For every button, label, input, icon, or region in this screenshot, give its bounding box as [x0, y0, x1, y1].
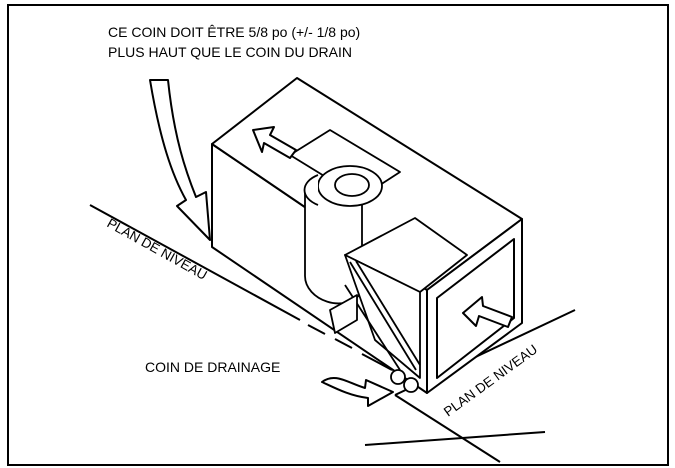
- drain-corner-label: COIN DE DRAINAGE: [145, 359, 280, 375]
- airflow-arrow-top-icon: [252, 126, 297, 159]
- coil-section: [329, 217, 468, 379]
- note-line-2: PLUS HAUT QUE LE COIN DU DRAIN: [108, 44, 352, 60]
- drain-port-icons: [390, 369, 419, 393]
- drain-arrow-icon: [321, 377, 394, 407]
- corner-arrow-icon: [149, 79, 211, 241]
- blower-assembly: [289, 129, 401, 305]
- airflow-arrow-end-icon: [462, 296, 513, 328]
- level-plane-line-left: [89, 204, 393, 371]
- note-line-1: CE COIN DOIT ÊTRE 5/8 po (+/- 1/8 po): [108, 24, 360, 40]
